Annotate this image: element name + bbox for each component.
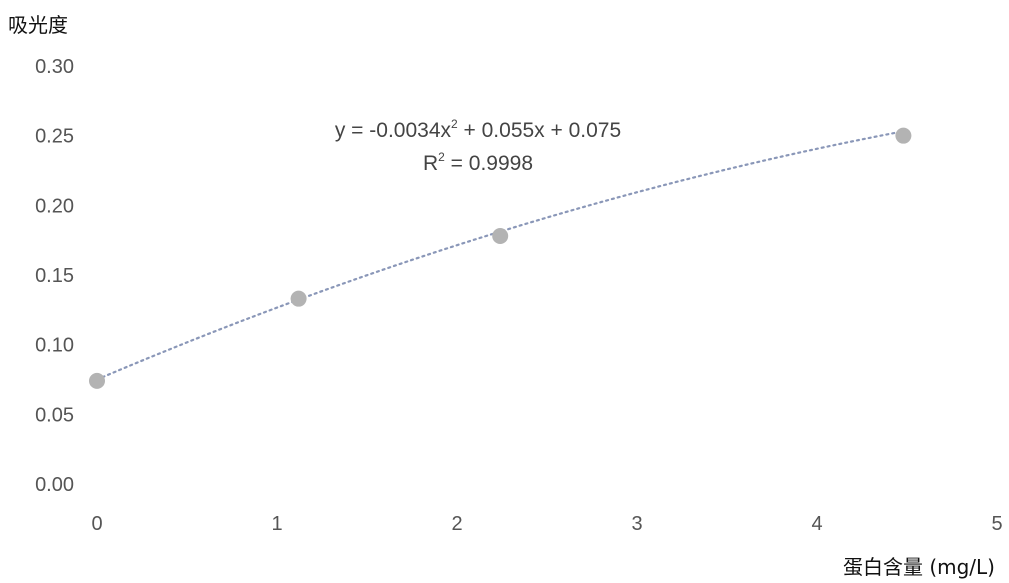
x-tick-label: 4 bbox=[811, 513, 822, 535]
y-axis-ticks: 0.00 0.05 0.10 0.15 0.20 0.25 0.30 bbox=[35, 56, 74, 496]
equation-part-2: + 0.055x + 0.075 bbox=[458, 119, 621, 142]
data-point bbox=[89, 372, 105, 389]
y-axis-title: 吸光度 bbox=[8, 13, 68, 37]
x-axis-ticks: 0 1 2 3 4 5 bbox=[91, 513, 1002, 535]
y-tick-label: 0.15 bbox=[35, 265, 74, 287]
y-tick-label: 0.30 bbox=[35, 56, 74, 78]
y-tick-label: 0.20 bbox=[35, 195, 74, 217]
x-tick-label: 3 bbox=[631, 513, 642, 535]
equation-part-1: y = -0.0034x bbox=[335, 119, 452, 142]
y-tick-label: 0.25 bbox=[35, 126, 74, 148]
x-tick-label: 1 bbox=[271, 513, 282, 535]
r2-part-1: R bbox=[423, 152, 438, 175]
x-tick-label: 2 bbox=[451, 513, 462, 535]
y-tick-label: 0.05 bbox=[35, 404, 74, 426]
data-point bbox=[895, 127, 912, 144]
data-points bbox=[89, 127, 912, 389]
data-point bbox=[492, 227, 509, 244]
x-axis-title: 蛋白含量 (mg/L) bbox=[843, 555, 995, 579]
x-tick-label: 0 bbox=[91, 513, 102, 535]
y-tick-label: 0.10 bbox=[35, 335, 74, 357]
r2-superscript: 2 bbox=[438, 150, 445, 164]
trendline bbox=[95, 130, 905, 381]
x-tick-label: 5 bbox=[991, 513, 1002, 535]
trendline-r-squared: R2 = 0.9998 bbox=[423, 150, 533, 175]
trendline-equation: y = -0.0034x2 + 0.055x + 0.075 bbox=[335, 117, 621, 142]
equation-superscript: 2 bbox=[451, 117, 458, 131]
data-point bbox=[290, 290, 307, 307]
r2-part-2: = 0.9998 bbox=[445, 152, 533, 175]
y-tick-label: 0.00 bbox=[35, 474, 74, 496]
